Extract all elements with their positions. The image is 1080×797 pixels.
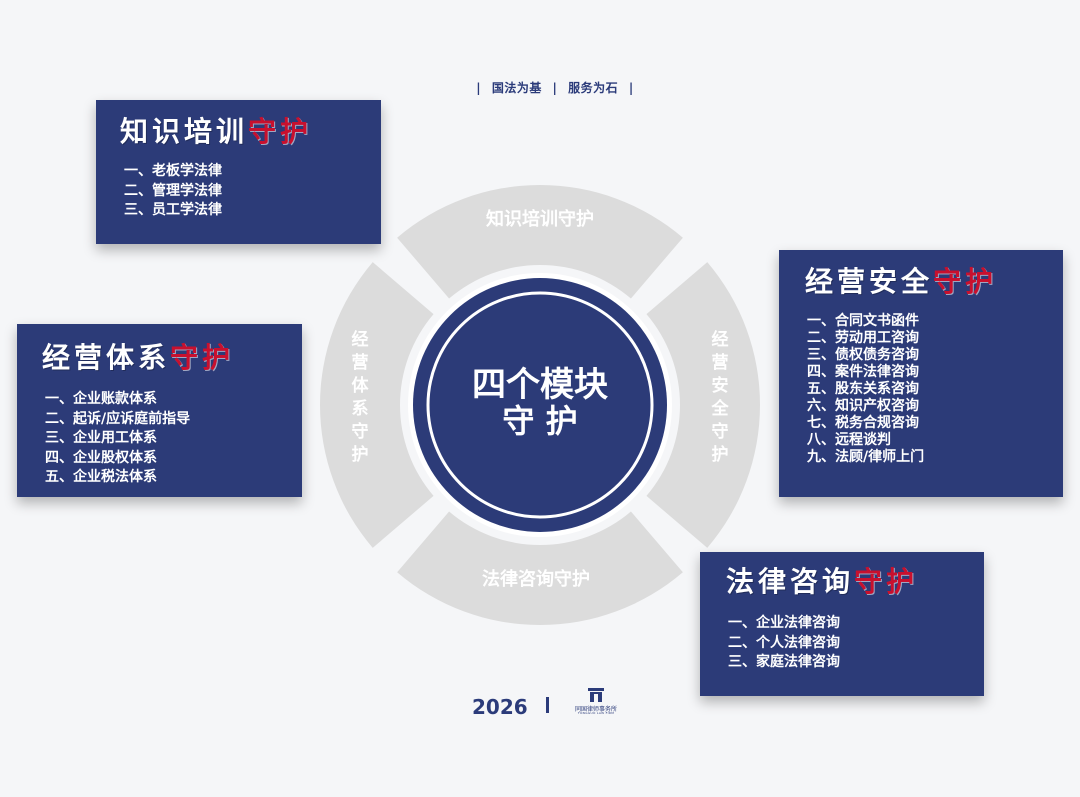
list-item: 五、企业税法体系 [45,469,157,485]
panel-title: 经营安全守护 [805,264,997,300]
panel-title: 经营体系守护 [42,340,234,376]
panel-title-main: 法律咨询 [726,565,855,598]
list-item: 一、合同文书函件 [807,313,919,329]
panel-business-safety: 经营安全守护 一、合同文书函件 二、劳动用工咨询 三、债权债务咨询 四、案件法律… [779,250,1063,497]
list-item: 二、劳动用工咨询 [807,330,919,346]
list-item: 九、法顾/律师上门 [807,449,925,465]
ring-label-left-char: 体 [352,375,370,396]
list-item: 一、老板学法律 [124,163,222,179]
list-item: 一、企业法律咨询 [728,615,840,631]
panel-title-main: 知识培训 [120,115,249,148]
tagline-bar-middle: | [552,81,558,95]
list-item: 五、股东关系咨询 [807,381,919,397]
list-item: 三、员工学法律 [124,202,222,218]
panel-item-list: 一、企业法律咨询 二、个人法律咨询 三、家庭法律咨询 [728,614,840,673]
list-item: 七、税务合规咨询 [807,415,919,431]
ring-label-left-char: 系 [352,399,369,419]
ring-segment-right [646,262,761,548]
ring-label-bottom: 法律咨询守护 [482,568,590,590]
tagline-bar-left: | [476,81,482,95]
ring-label-top: 知识培训守护 [486,208,594,230]
firm-logo-sub: TONGGUO LAW FIRM [577,711,615,715]
tagline-bar-right: | [628,81,634,95]
ring-label-right-char: 安 [712,375,729,396]
panel-title: 法律咨询守护 [726,564,918,600]
list-item: 六、知识产权咨询 [807,398,919,414]
ring-segment-left [319,262,434,548]
ring-label-right-char: 营 [712,352,729,373]
list-item: 四、企业股权体系 [45,449,157,466]
center-circle-inner-line [426,291,654,519]
panel-legal-consulting: 法律咨询守护 一、企业法律咨询 二、个人法律咨询 三、家庭法律咨询 [700,552,984,696]
tagline-left: 国法为基 [491,81,542,95]
list-item: 三、债权债务咨询 [807,347,919,363]
panel-title-main: 经营安全 [805,265,934,298]
panel-item-list: 一、老板学法律 二、管理学法律 三、员工学法律 [124,162,222,221]
list-item: 一、企业账款体系 [45,391,157,407]
ring-label-right-char: 护 [712,444,729,465]
ring-label-left-char: 经 [352,329,369,350]
ring-segments [319,184,761,626]
firm-logo: 同国律师事务所 TONGGUO LAW FIRM [571,688,621,716]
list-item: 二、个人法律咨询 [728,634,840,651]
panel-title-accent: 守护 [933,265,998,298]
firm-logo-icon [588,688,604,702]
ring-label-right: 经 营 安 全 守 护 [711,329,730,465]
center-circle-inner [431,296,649,514]
ring-segment-top [397,184,683,299]
list-item: 二、管理学法律 [124,182,222,199]
panel-item-list: 一、企业账款体系 二、起诉/应诉庭前指导 三、企业用工体系 四、企业股权体系 五… [45,390,190,488]
panel-item-list: 一、合同文书函件 二、劳动用工咨询 三、债权债务咨询 四、案件法律咨询 五、股东… [807,313,924,466]
list-item: 八、远程谈判 [807,432,891,448]
panel-business-system: 经营体系守护 一、企业账款体系 二、起诉/应诉庭前指导 三、企业用工体系 四、企… [17,324,302,497]
panel-title: 知识培训守护 [120,114,312,150]
ring-label-left: 经 营 体 系 守 护 [352,329,370,465]
tagline: | 国法为基 | 服务为石 | [0,79,1080,96]
firm-logo-name: 同国律师事务所 [574,706,617,713]
panel-knowledge-training: 知识培训守护 一、老板学法律 二、管理学法律 三、员工学法律 [96,100,381,244]
ring-label-right-char: 守 [712,421,729,442]
panel-title-accent: 守护 [248,115,313,148]
footer-divider [546,697,549,713]
list-item: 二、起诉/应诉庭前指导 [45,410,191,427]
ring-label-left-char: 营 [352,352,369,373]
ring-label-left-char: 护 [352,444,369,465]
center-title-line1: 四个模块 [472,365,608,405]
list-item: 三、企业用工体系 [45,430,157,446]
tagline-right: 服务为石 [568,81,619,95]
ring-label-left-char: 守 [352,421,369,442]
footer-year: 2026 [472,695,528,719]
ring-segment-bottom [397,511,683,626]
ring-label-right-char: 全 [711,398,730,419]
panel-title-main: 经营体系 [42,341,171,374]
list-item: 四、案件法律咨询 [807,364,919,380]
panel-title-accent: 守护 [854,565,919,598]
panel-title-accent: 守护 [170,341,235,374]
list-item: 三、家庭法律咨询 [728,654,840,670]
center-title-line2: 守 护 [502,402,577,440]
ring-label-right-char: 经 [712,329,729,350]
